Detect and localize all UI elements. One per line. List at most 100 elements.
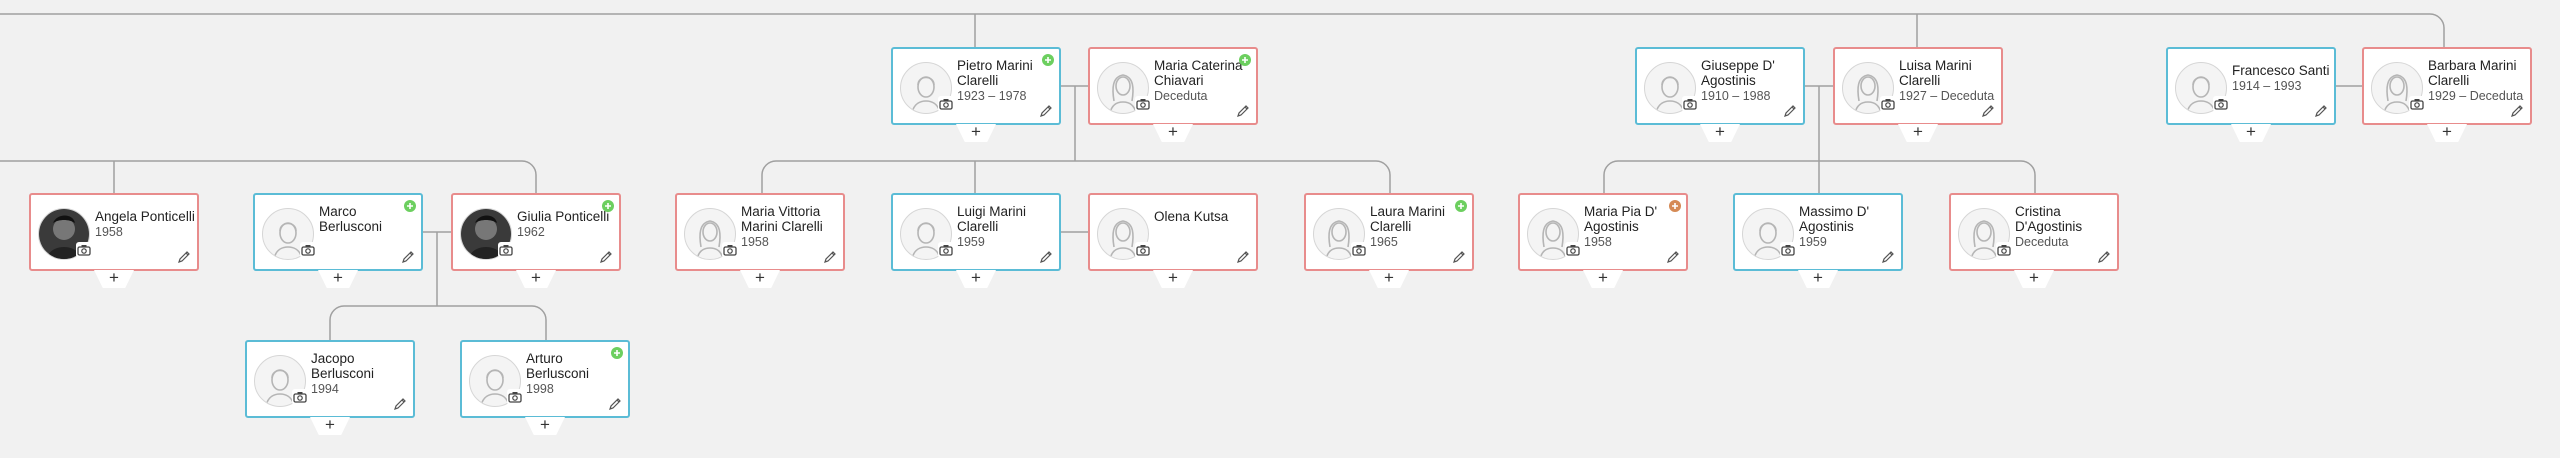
edit-pencil-icon[interactable] [1783, 104, 1797, 118]
person-name: Luigi Marini Clarelli [957, 204, 1027, 234]
camera-icon[interactable] [1135, 96, 1151, 112]
edit-pencil-icon[interactable] [608, 397, 622, 411]
camera-icon[interactable] [2409, 96, 2425, 112]
camera-icon[interactable] [1565, 242, 1581, 258]
camera-icon[interactable] [498, 242, 514, 258]
person-name: Jacopo Berlusconi [311, 351, 375, 381]
person-card-olena[interactable]: Olena Kutsa [1088, 193, 1258, 271]
edit-pencil-icon[interactable] [1981, 104, 1995, 118]
person-name: Marco Berlusconi [319, 204, 383, 234]
person-name: Laura Marini Clarelli [1370, 204, 1446, 234]
avatar-placeholder-icon[interactable] [1097, 62, 1149, 114]
connector-line [1603, 160, 1619, 193]
edit-pencil-icon[interactable] [401, 250, 415, 264]
avatar-placeholder-icon[interactable] [1958, 208, 2010, 260]
camera-icon[interactable] [722, 242, 738, 258]
add-relative-button[interactable]: + [318, 270, 358, 288]
edit-pencil-icon[interactable] [177, 250, 191, 264]
person-name: Massimo D' Agostinis [1799, 204, 1870, 234]
hint-badge-icon[interactable] [404, 200, 416, 212]
add-relative-button[interactable]: + [956, 270, 996, 288]
add-relative-button[interactable]: + [2231, 124, 2271, 142]
avatar-placeholder-icon[interactable] [1527, 208, 1579, 260]
edit-pencil-icon[interactable] [2510, 104, 2524, 118]
add-relative-button[interactable]: + [1583, 270, 1623, 288]
add-relative-button[interactable]: + [310, 417, 350, 435]
add-relative-button[interactable]: + [1153, 270, 1193, 288]
edit-pencil-icon[interactable] [2097, 250, 2111, 264]
person-dates: 1958 [95, 225, 123, 239]
camera-icon[interactable] [1682, 96, 1698, 112]
add-relative-button[interactable]: + [1153, 124, 1193, 142]
hint-badge-icon[interactable] [611, 347, 623, 359]
edit-pencil-icon[interactable] [1039, 250, 1053, 264]
person-name: Angela Ponticelli [95, 209, 195, 224]
avatar-placeholder-icon[interactable] [1644, 62, 1696, 114]
camera-icon[interactable] [76, 242, 92, 258]
camera-icon[interactable] [2213, 96, 2229, 112]
add-relative-button[interactable]: + [740, 270, 780, 288]
camera-icon[interactable] [1880, 96, 1896, 112]
add-relative-button[interactable]: + [1798, 270, 1838, 288]
hint-badge-icon[interactable] [1042, 54, 1054, 66]
camera-icon[interactable] [938, 96, 954, 112]
edit-pencil-icon[interactable] [1236, 250, 1250, 264]
hint-badge-icon[interactable] [1239, 54, 1251, 66]
status-badge-icon[interactable] [1669, 200, 1681, 212]
camera-icon[interactable] [938, 242, 954, 258]
edit-pencil-icon[interactable] [2314, 104, 2328, 118]
edit-pencil-icon[interactable] [599, 250, 613, 264]
camera-icon[interactable] [1351, 242, 1367, 258]
add-relative-button[interactable]: + [956, 124, 996, 142]
add-relative-button[interactable]: + [1369, 270, 1409, 288]
add-relative-button[interactable]: + [2014, 270, 2054, 288]
edit-pencil-icon[interactable] [1881, 250, 1895, 264]
hint-badge-icon[interactable] [1455, 200, 1467, 212]
edit-pencil-icon[interactable] [1039, 104, 1053, 118]
edit-pencil-icon[interactable] [393, 397, 407, 411]
edit-pencil-icon[interactable] [823, 250, 837, 264]
camera-icon[interactable] [507, 389, 523, 405]
person-dates: 1929 – Deceduta [2428, 89, 2524, 103]
add-relative-button[interactable]: + [1898, 124, 1938, 142]
camera-icon[interactable] [292, 389, 308, 405]
person-dates: 1962 [517, 225, 545, 239]
person-name: Pietro Marini Clarelli [957, 58, 1033, 88]
add-relative-button[interactable]: + [1700, 124, 1740, 142]
camera-icon[interactable] [1996, 242, 2012, 258]
person-name: Barbara Marini Clarelli [2428, 58, 2517, 88]
connector-line [0, 160, 537, 193]
connector-line [776, 160, 1391, 193]
camera-icon[interactable] [1135, 242, 1151, 258]
camera-icon[interactable] [1780, 242, 1796, 258]
add-relative-button[interactable]: + [94, 270, 134, 288]
edit-pencil-icon[interactable] [1236, 104, 1250, 118]
edit-pencil-icon[interactable] [1452, 250, 1466, 264]
camera-icon[interactable] [300, 242, 316, 258]
hint-badge-icon[interactable] [602, 200, 614, 212]
person-card-marco[interactable]: Marco Berlusconi [253, 193, 423, 271]
add-relative-button[interactable]: + [525, 417, 565, 435]
add-relative-button[interactable]: + [516, 270, 556, 288]
edit-pencil-icon[interactable] [1666, 250, 1680, 264]
add-relative-button[interactable]: + [2427, 124, 2467, 142]
avatar-placeholder-icon[interactable] [254, 355, 306, 407]
person-dates: 1965 [1370, 235, 1398, 249]
